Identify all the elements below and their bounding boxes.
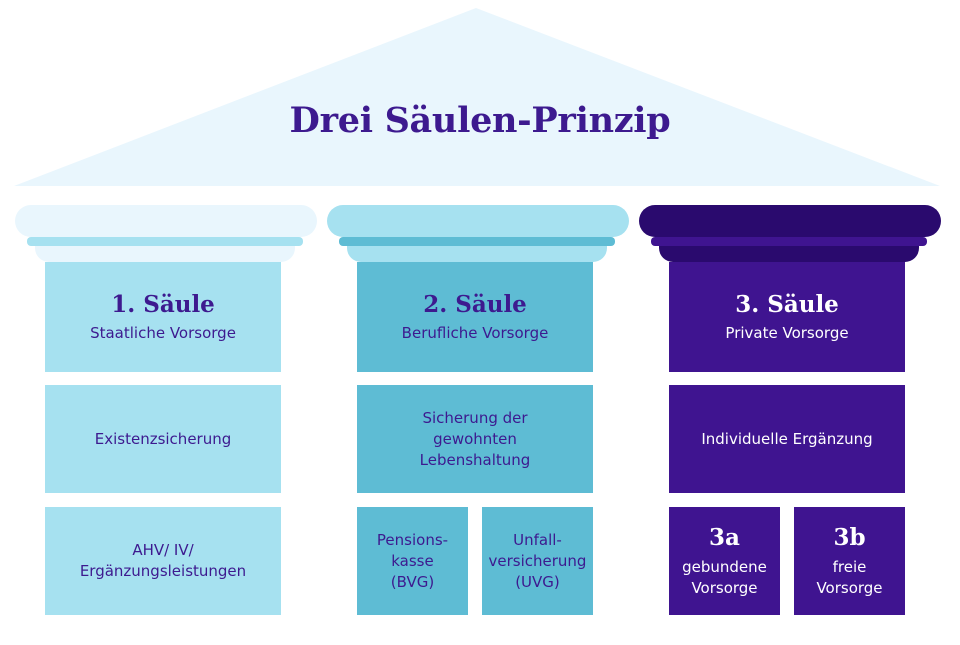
pillar-2-heading: 2. Säule xyxy=(423,291,527,318)
pillar-1-details-line: AHV/ IV/ xyxy=(132,541,194,559)
pillar-3-subtitle: Private Vorsorge xyxy=(725,324,849,342)
pillar-1-purpose: Existenzsicherung xyxy=(45,385,281,493)
pillar-3b-box: 3b freie Vorsorge xyxy=(794,507,905,615)
pillar-3-purpose-text: Individuelle Ergänzung xyxy=(701,429,873,448)
uvg-line: (UVG) xyxy=(515,572,560,591)
pillar-3a-label: 3a xyxy=(709,524,740,551)
pillar-3-heading: 3. Säule xyxy=(735,291,839,318)
pillar-3-purpose: Individuelle Ergänzung xyxy=(669,385,905,493)
pillar-3a-line: Vorsorge xyxy=(691,579,758,597)
pillar-3b-line: freie xyxy=(832,558,867,576)
diagram-title: Drei Säulen-Prinzip xyxy=(289,100,671,141)
bvg-line: kasse xyxy=(391,551,434,570)
bvg-line: Pensions- xyxy=(376,530,449,549)
uvg-line: Unfall- xyxy=(513,530,562,549)
pillar-2-box-bvg: Pensions- kasse (BVG) xyxy=(357,507,468,615)
pillar-1-header: 1. Säule Staatliche Vorsorge xyxy=(45,262,281,372)
pillar-1-details-line: Ergänzungsleistungen xyxy=(79,562,247,580)
pillar-1-subtitle: Staatliche Vorsorge xyxy=(90,324,236,342)
pillar-2-purpose-line: gewohnten xyxy=(433,429,517,448)
uvg-line: versicherung xyxy=(488,551,587,570)
pillar-2-header: 2. Säule Berufliche Vorsorge xyxy=(357,262,593,372)
pillar-2-box-uvg: Unfall- versicherung (UVG) xyxy=(482,507,593,615)
roof-triangle xyxy=(14,8,940,186)
pillar-1-heading: 1. Säule xyxy=(111,291,215,318)
pillar-2-purpose-line: Sicherung der xyxy=(422,408,528,427)
pillar-1-details: AHV/ IV/ Ergänzungsleistungen xyxy=(45,507,281,615)
pillar-3-header: 3. Säule Private Vorsorge xyxy=(669,262,905,372)
bvg-line: (BVG) xyxy=(390,572,435,591)
pillar-2-subtitle: Berufliche Vorsorge xyxy=(401,324,549,342)
pillar-2-purpose: Sicherung der gewohnten Lebenshaltung xyxy=(357,385,593,493)
pillar-1-purpose-text: Existenzsicherung xyxy=(94,429,232,448)
pillar-2-purpose-line: Lebenshaltung xyxy=(419,450,531,469)
pillar-3b-label: 3b xyxy=(833,524,866,551)
pillar-3b-line: Vorsorge xyxy=(816,579,883,597)
pillar-3a-box: 3a gebundene Vorsorge xyxy=(669,507,780,615)
pillar-3a-line: gebundene xyxy=(682,558,767,576)
